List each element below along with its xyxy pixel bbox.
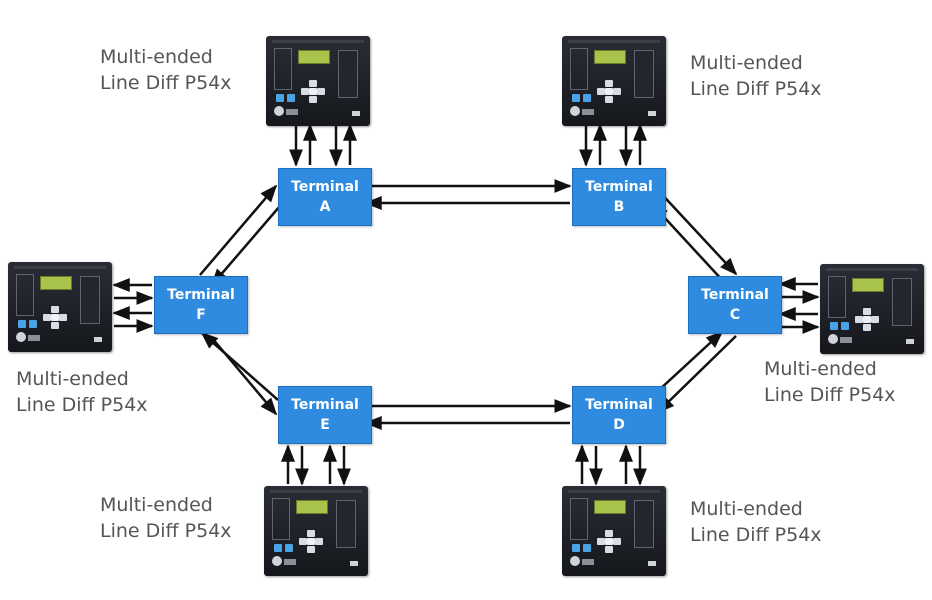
- relay-device-d: [562, 486, 666, 576]
- relay-label-f: Multi-ended Line Diff P54x: [16, 366, 148, 418]
- relay-device-f: [8, 262, 112, 352]
- protection-relay-icon: [820, 264, 924, 354]
- relay-label-d-line2: Line Diff P54x: [690, 524, 822, 546]
- terminal-b-title: Terminal: [585, 179, 653, 195]
- relay-label-a: Multi-ended Line Diff P54x: [100, 44, 232, 96]
- relay-label-a-line1: Multi-ended: [100, 46, 213, 68]
- terminal-c: Terminal C: [688, 276, 782, 334]
- relay-label-f-line2: Line Diff P54x: [16, 394, 148, 416]
- terminal-d: Terminal D: [572, 386, 666, 444]
- relay-label-a-line2: Line Diff P54x: [100, 72, 232, 94]
- terminal-d-title: Terminal: [585, 397, 653, 413]
- terminal-a: Terminal A: [278, 168, 372, 226]
- terminal-f-letter: F: [196, 307, 206, 323]
- terminal-d-letter: D: [613, 417, 625, 433]
- protection-relay-icon: [562, 36, 666, 126]
- protection-relay-icon: [8, 262, 112, 352]
- relay-label-e: Multi-ended Line Diff P54x: [100, 492, 232, 544]
- terminal-e: Terminal E: [278, 386, 372, 444]
- link-e-to-f: [200, 331, 279, 401]
- relay-label-d-line1: Multi-ended: [690, 498, 803, 520]
- terminal-f: Terminal F: [154, 276, 248, 334]
- relay-label-d: Multi-ended Line Diff P54x: [690, 496, 822, 548]
- terminal-e-title: Terminal: [291, 397, 359, 413]
- terminal-c-title: Terminal: [701, 287, 769, 303]
- terminal-b-letter: B: [613, 199, 625, 215]
- terminal-b: Terminal B: [572, 168, 666, 226]
- relay-label-e-line1: Multi-ended: [100, 494, 213, 516]
- protection-relay-icon: [266, 36, 370, 126]
- terminal-a-title: Terminal: [291, 179, 359, 195]
- terminal-e-letter: E: [320, 417, 330, 433]
- protection-relay-icon: [264, 486, 368, 576]
- relay-device-b: [562, 36, 666, 126]
- terminal-c-letter: C: [729, 307, 741, 323]
- link-f-to-a: [199, 184, 278, 276]
- relay-device-a: [266, 36, 370, 126]
- relay-device-c: [820, 264, 924, 354]
- relay-label-c-line1: Multi-ended: [764, 358, 877, 380]
- protection-relay-icon: [562, 486, 666, 576]
- relay-label-e-line2: Line Diff P54x: [100, 520, 232, 542]
- relay-label-f-line1: Multi-ended: [16, 368, 129, 390]
- link-c-to-d: [656, 335, 737, 414]
- link-a-to-f: [210, 198, 287, 287]
- relay-device-e: [264, 486, 368, 576]
- relay-label-b-line2: Line Diff P54x: [690, 78, 822, 100]
- relay-label-b: Multi-ended Line Diff P54x: [690, 50, 822, 102]
- link-b-to-c: [655, 187, 738, 276]
- terminal-f-title: Terminal: [167, 287, 235, 303]
- relay-label-b-line1: Multi-ended: [690, 52, 803, 74]
- relay-label-c: Multi-ended Line Diff P54x: [764, 356, 896, 408]
- relay-label-c-line2: Line Diff P54x: [764, 384, 896, 406]
- terminal-a-letter: A: [319, 199, 331, 215]
